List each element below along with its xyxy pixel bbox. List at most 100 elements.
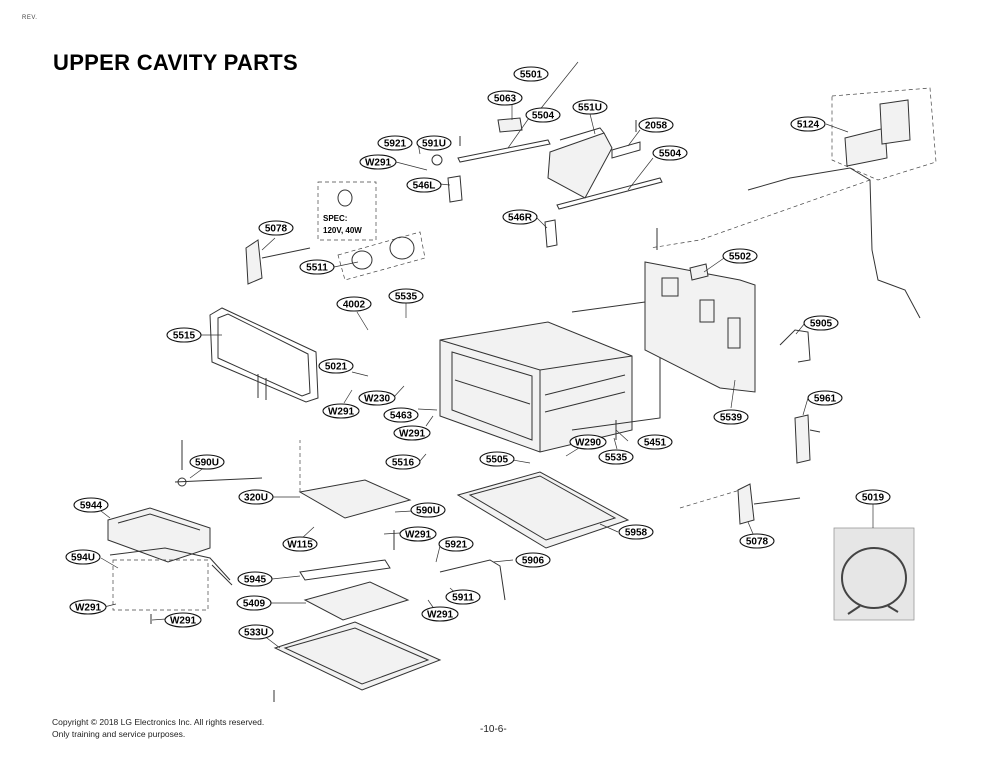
callout-W290: W290 [569,434,607,450]
callout-W291-b: W291 [322,403,360,419]
svg-text:5911: 5911 [452,593,474,604]
callout-W115: W115 [282,536,318,552]
callout-5124: 5124 [790,116,826,132]
callout-W291-e: W291 [69,599,107,615]
callout-5515: 5515 [166,327,202,343]
callout-5958: 5958 [618,524,654,540]
callout-W291-a: W291 [359,154,397,170]
svg-text:5945: 5945 [244,575,267,586]
svg-text:W291: W291 [170,616,197,627]
svg-text:5505: 5505 [486,455,509,466]
callout-5961: 5961 [807,390,843,406]
svg-text:W291: W291 [427,610,454,621]
callout-533U: 533U [238,624,274,640]
page-title: UPPER CAVITY PARTS [53,50,298,75]
callouts: 5501 5063 5504 551U 2058 5504 5124 5921 … [65,66,891,640]
callout-5063: 5063 [487,90,523,106]
svg-text:5409: 5409 [243,599,266,610]
svg-text:5078: 5078 [265,224,288,235]
callout-5078-right: 5078 [739,533,775,549]
callout-5921-top: 5921 [377,135,413,151]
callout-5502: 5502 [722,248,758,264]
svg-text:W291: W291 [75,603,102,614]
leader-lines [91,105,874,649]
callout-546R: 546R [502,209,538,225]
svg-text:5501: 5501 [520,70,543,81]
svg-text:2058: 2058 [645,121,668,132]
callout-5021: 5021 [318,358,354,374]
svg-text:320U: 320U [244,493,268,504]
callout-5535-bottom: 5535 [598,449,634,465]
svg-text:5019: 5019 [862,493,885,504]
svg-text:5944: 5944 [80,501,103,512]
callout-591U: 591U [416,135,452,151]
callout-5505: 5505 [479,451,515,467]
svg-text:W230: W230 [364,394,391,405]
svg-text:5921: 5921 [384,139,407,150]
callout-5539: 5539 [713,409,749,425]
svg-text:W115: W115 [287,540,313,551]
svg-text:5539: 5539 [720,413,743,424]
callout-5511: 5511 [299,259,335,275]
svg-text:5511: 5511 [306,263,328,274]
callout-2058: 2058 [638,117,674,133]
svg-text:5451: 5451 [644,438,667,449]
svg-text:5502: 5502 [729,252,752,263]
svg-text:5535: 5535 [605,453,628,464]
svg-text:5905: 5905 [810,319,833,330]
callout-551U: 551U [572,99,608,115]
callout-5905: 5905 [803,315,839,331]
svg-text:5504: 5504 [659,149,682,160]
callout-594U: 594U [65,549,101,565]
callout-5911: 5911 [445,589,481,605]
svg-text:W291: W291 [328,407,355,418]
revision-mark: REV. [22,15,38,21]
svg-text:5021: 5021 [325,362,348,373]
svg-text:4002: 4002 [343,300,366,311]
svg-text:W291: W291 [405,530,432,541]
svg-text:551U: 551U [578,103,602,114]
svg-text:5124: 5124 [797,120,820,131]
callout-5921-bottom: 5921 [438,536,474,552]
callout-5019: 5019 [855,489,891,505]
svg-text:5958: 5958 [625,528,648,539]
svg-text:5906: 5906 [522,556,545,567]
callout-5516: 5516 [385,454,421,470]
callout-W291-d: W291 [399,526,437,542]
svg-text:590U: 590U [416,506,440,517]
callout-5906: 5906 [515,552,551,568]
svg-text:591U: 591U [422,139,446,150]
callout-5945: 5945 [237,571,273,587]
svg-text:594U: 594U [71,553,95,564]
svg-text:5504: 5504 [532,111,555,122]
callout-5504-right: 5504 [652,145,688,161]
svg-text:5961: 5961 [814,394,837,405]
footer-notice: Copyright © 2018 LG Electronics Inc. All… [52,716,264,740]
callout-5535-top: 5535 [388,288,424,304]
svg-text:5063: 5063 [494,94,517,105]
callout-5944: 5944 [73,497,109,513]
callout-5409: 5409 [236,595,272,611]
svg-text:W291: W291 [399,429,426,440]
spec-label: SPEC: [323,214,347,223]
svg-text:533U: 533U [244,628,268,639]
page-number: -10-6- [480,724,507,735]
callout-W291-g: W291 [421,606,459,622]
callout-5078-left: 5078 [258,220,294,236]
svg-text:5516: 5516 [392,458,415,469]
svg-text:W290: W290 [575,438,602,449]
callout-W291-c: W291 [393,425,431,441]
svg-text:546R: 546R [508,213,533,224]
callout-W291-f: W291 [164,612,202,628]
svg-text:5535: 5535 [395,292,418,303]
part-drawings [107,61,937,702]
svg-text:590U: 590U [195,458,219,469]
svg-text:546L: 546L [413,181,436,192]
callout-5463: 5463 [383,407,419,423]
callout-5504-top: 5504 [525,107,561,123]
callout-W230: W230 [358,390,396,406]
callout-4002: 4002 [336,296,372,312]
copyright-text: Copyright © 2018 LG Electronics Inc. All… [52,717,265,727]
callout-5501: 5501 [513,66,549,82]
